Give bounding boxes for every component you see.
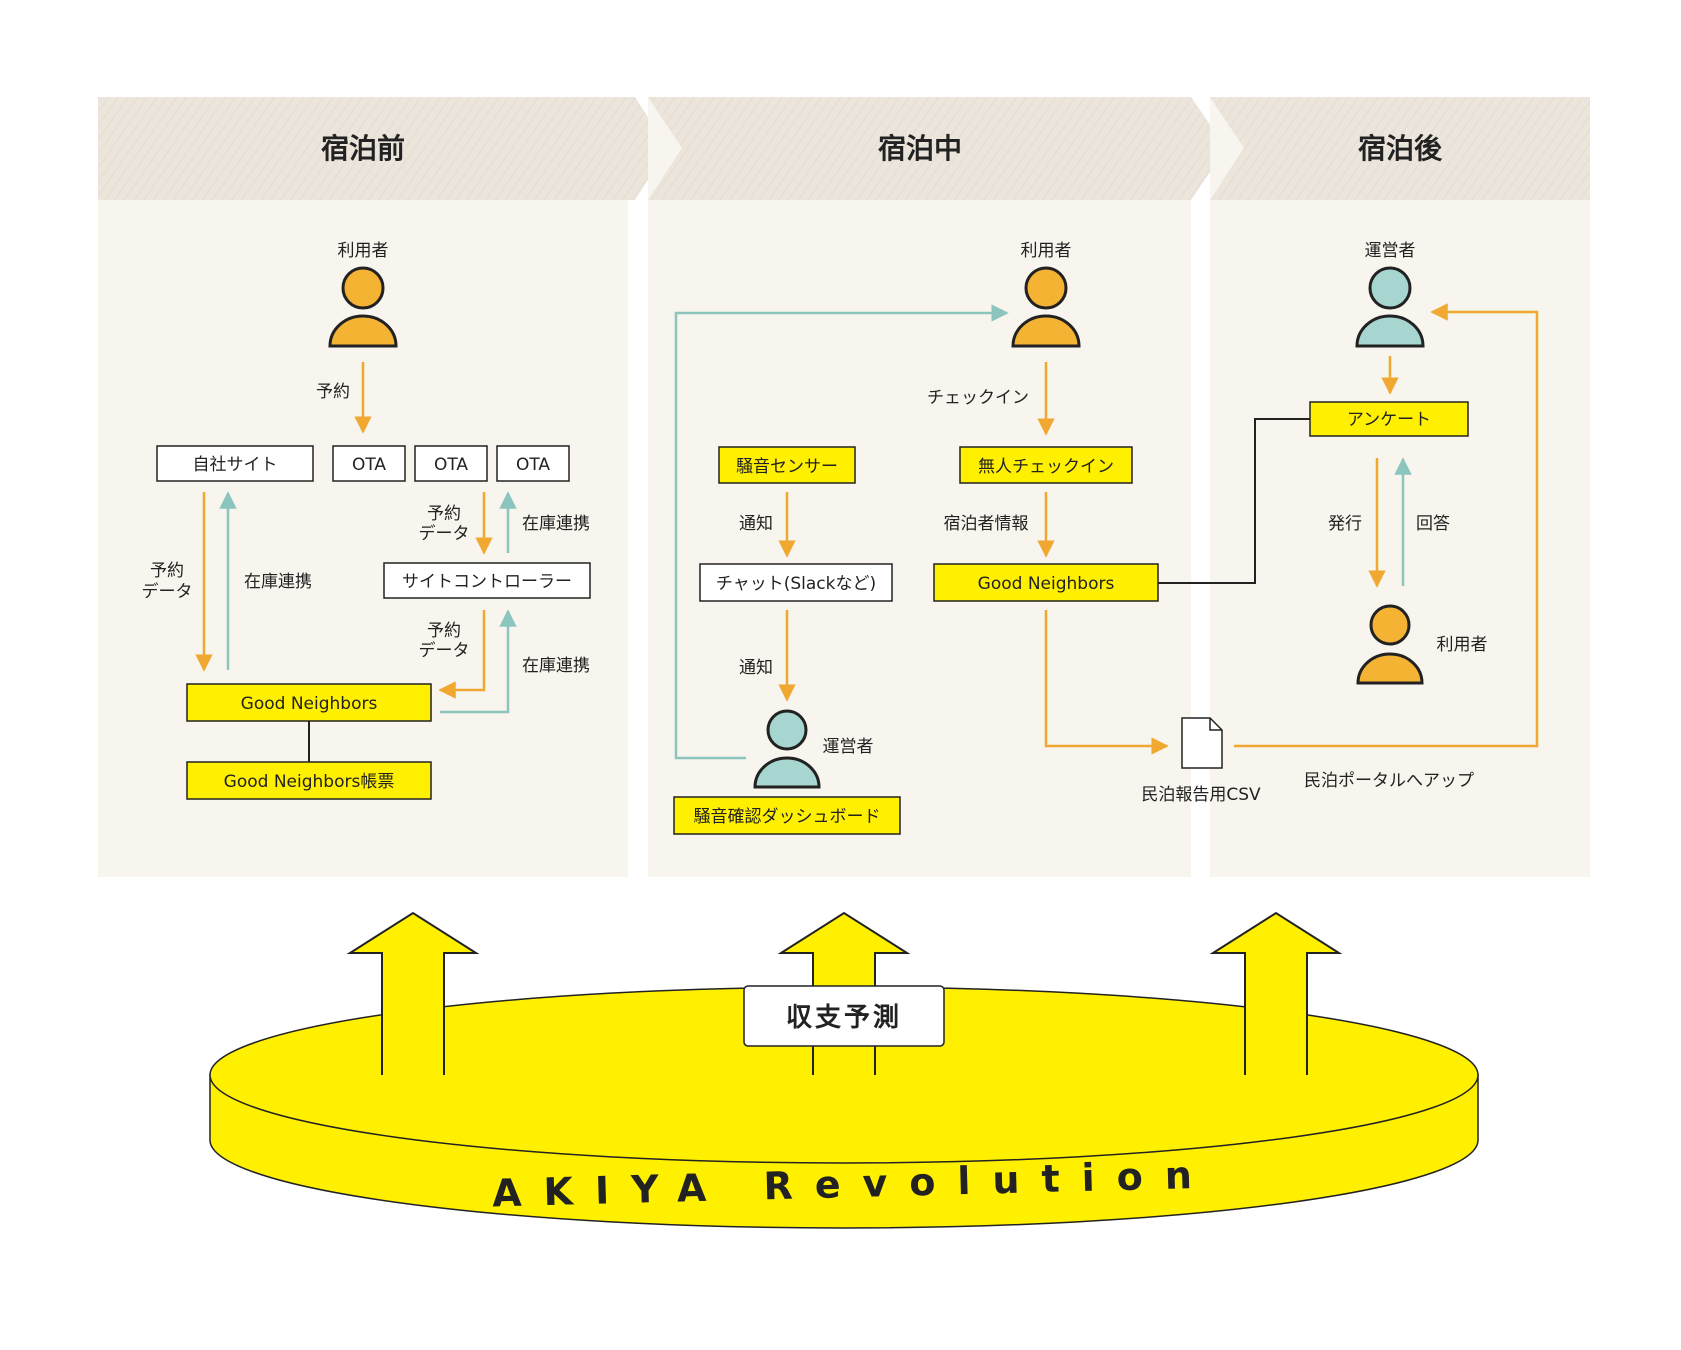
unmanned-checkin-box — [959, 446, 1133, 484]
arrow-operator-to-user — [674, 304, 1009, 760]
phase-during-title: 宿泊中 — [878, 132, 962, 165]
reserve-label: 予約 — [316, 382, 350, 402]
reserve-data-a-line1: 予約 — [150, 561, 184, 581]
panel-during — [648, 97, 1226, 877]
during-user-label: 利用者 — [1021, 241, 1072, 261]
ota-label-3: OTA — [516, 455, 550, 475]
during-operator-label: 運営者 — [823, 737, 874, 757]
stock-sync-a: 在庫連携 — [244, 572, 312, 592]
good-neighbors-label-during: Good Neighbors — [978, 574, 1115, 594]
forecast-box — [743, 985, 945, 1047]
ota-box-1 — [332, 445, 406, 482]
portal-upload-label: 民泊ポータルへアップ — [1304, 771, 1474, 791]
up-arrow-left — [346, 911, 480, 1075]
checkin-label: チェックイン — [927, 388, 1029, 408]
own-site-label: 自社サイト — [193, 455, 278, 475]
good-neighbors-forms-label: Good Neighbors帳票 — [224, 772, 395, 792]
good-neighbors-box-before — [186, 683, 432, 722]
reserve-data-c-line1: 予約 — [427, 621, 461, 641]
noise-sensor-label: 騒音センサー — [736, 457, 838, 477]
guest-info-label: 宿泊者情報 — [944, 514, 1029, 534]
own-site-box — [156, 445, 314, 482]
site-controller-label: サイトコントローラー — [402, 572, 572, 592]
answer-label: 回答 — [1416, 514, 1450, 534]
issue-label: 発行 — [1328, 514, 1362, 534]
after-user-label: 利用者 — [1437, 635, 1488, 655]
before-user-icon — [328, 266, 398, 348]
unmanned-checkin-label: 無人チェックイン — [978, 457, 1114, 477]
survey-box — [1309, 401, 1469, 437]
panel-after — [1210, 97, 1590, 877]
arrow-sc-to-gn — [438, 610, 486, 699]
panel-before — [98, 97, 668, 877]
ota-box-2 — [414, 445, 488, 482]
good-neighbors-forms-box — [186, 761, 432, 800]
stock-sync-c: 在庫連携 — [522, 656, 590, 676]
reserve-data-b-line1: 予約 — [427, 504, 461, 524]
gn-to-survey-connector — [1158, 418, 1310, 584]
after-user-icon — [1356, 604, 1424, 685]
reserve-data-b-line2: データ — [419, 523, 470, 544]
arrow-gn-to-csv — [1044, 610, 1169, 755]
site-controller-box — [383, 562, 591, 599]
up-arrow-right — [1209, 911, 1343, 1075]
reserve-data-c-line2: データ — [419, 640, 470, 661]
csv-file-icon — [1181, 717, 1223, 769]
noise-dashboard-box — [673, 796, 901, 835]
ota-label-2: OTA — [434, 455, 468, 475]
during-operator-icon — [753, 709, 821, 789]
forecast-label: 収支予測 — [786, 1003, 902, 1033]
after-operator-label: 運営者 — [1365, 241, 1416, 261]
during-user-icon — [1011, 266, 1081, 348]
phase-before-title: 宿泊前 — [321, 132, 405, 165]
noise-dashboard-label: 騒音確認ダッシュボード — [694, 807, 881, 827]
ota-box-3 — [496, 445, 570, 482]
notify-label-1: 通知 — [739, 514, 773, 534]
arrow-gn-to-sc — [440, 609, 517, 714]
phase-after-title: 宿泊後 — [1358, 132, 1443, 165]
csv-label: 民泊報告用CSV — [1141, 785, 1261, 805]
stock-sync-b: 在庫連携 — [522, 514, 590, 534]
good-neighbors-label-before: Good Neighbors — [241, 694, 378, 714]
chat-label: チャット(Slackなど) — [716, 574, 876, 594]
noise-sensor-box — [718, 446, 856, 484]
notify-label-2: 通知 — [739, 658, 773, 678]
ota-label-1: OTA — [352, 455, 386, 475]
before-user-label: 利用者 — [338, 241, 389, 261]
arrow-csv-to-portal — [1234, 303, 1539, 748]
chat-box — [699, 563, 893, 602]
after-operator-icon — [1355, 266, 1425, 348]
survey-label: アンケート — [1347, 410, 1431, 430]
reserve-data-a-line2: データ — [142, 581, 193, 602]
